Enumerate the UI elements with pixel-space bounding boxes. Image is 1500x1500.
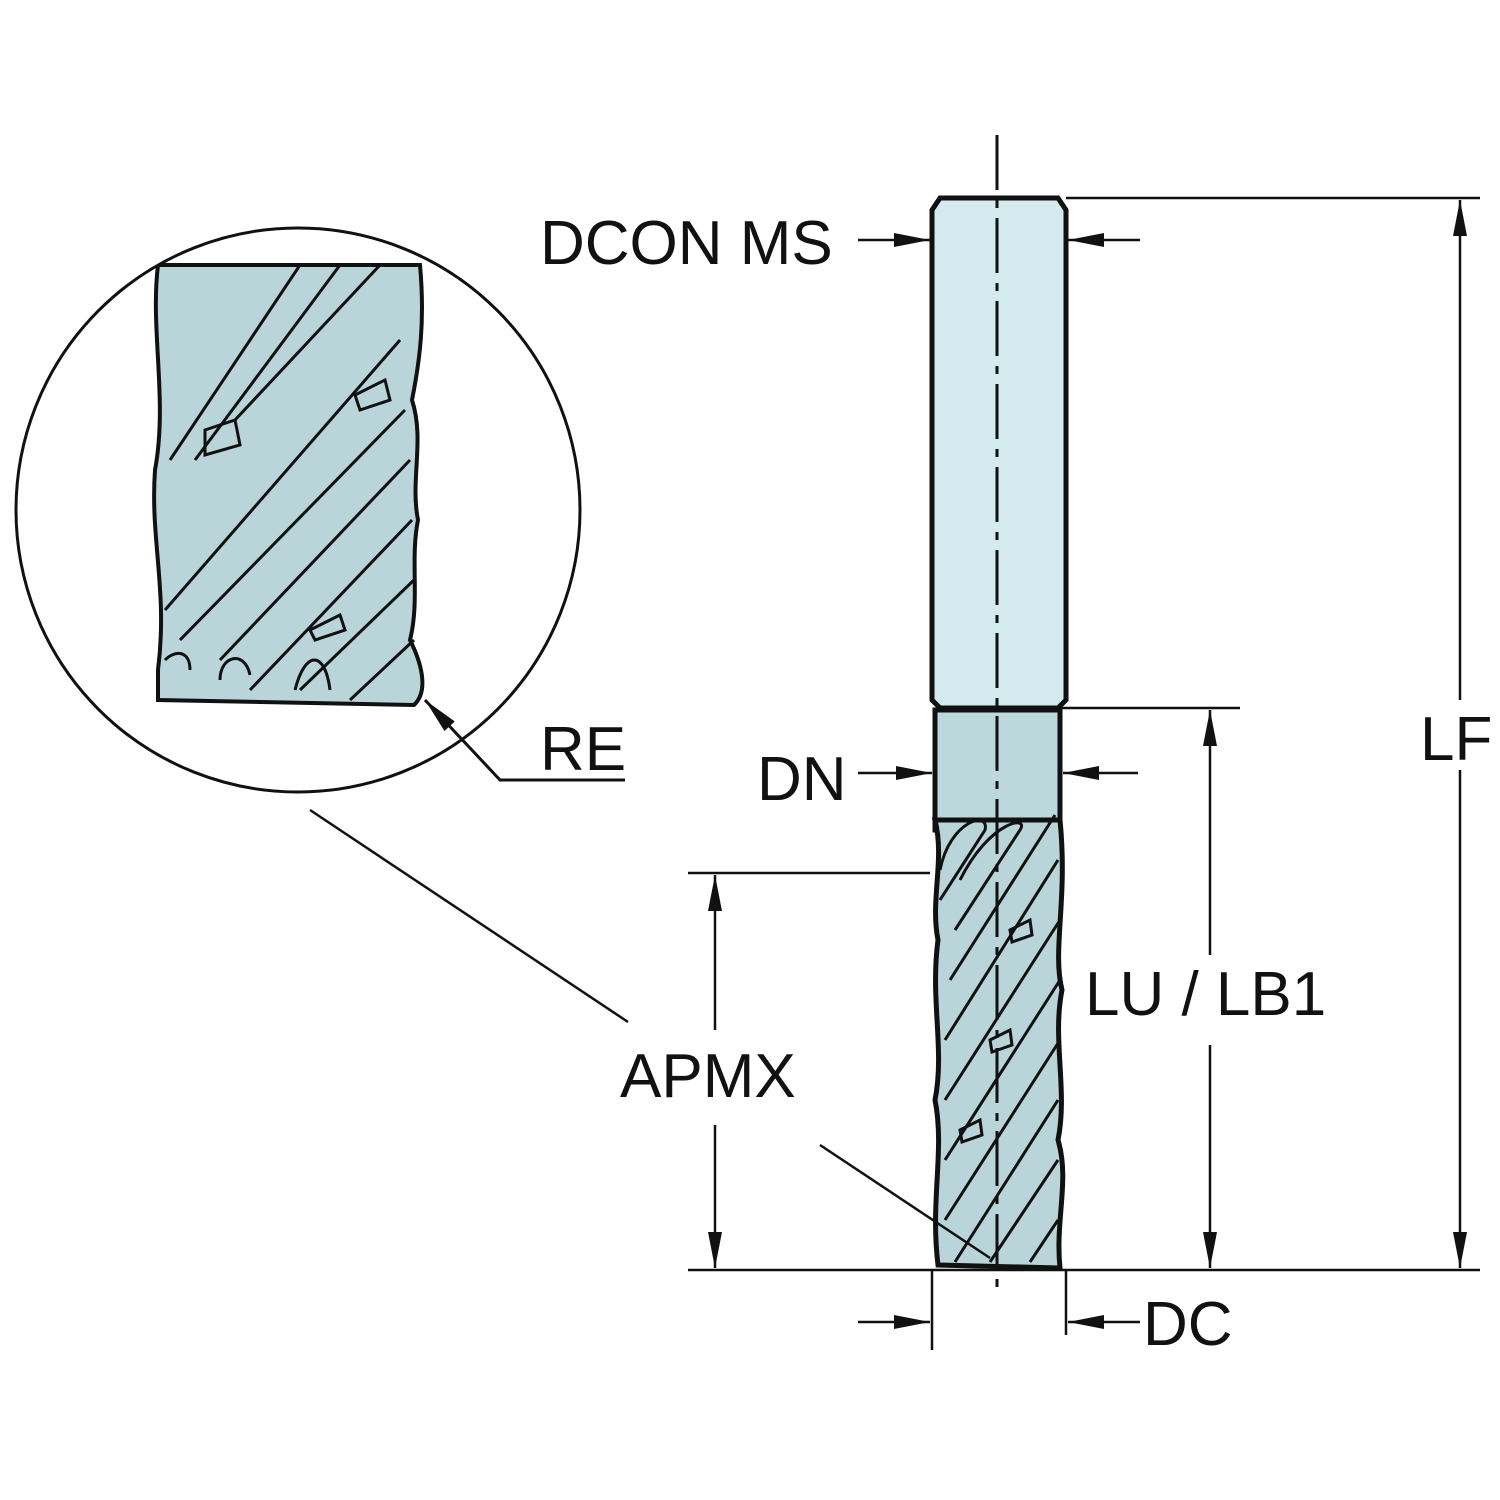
re-label: RE bbox=[540, 715, 626, 784]
lu-lb1-label: LU / LB1 bbox=[1085, 960, 1326, 1029]
shank bbox=[929, 195, 1069, 711]
fluted-section bbox=[931, 817, 1066, 1271]
apmx-dimension: APMX bbox=[309, 808, 991, 1268]
lf-dimension: LF bbox=[1420, 200, 1492, 1268]
apmx-label: APMX bbox=[620, 1042, 796, 1111]
end-mill-main-view bbox=[929, 135, 1069, 1295]
dc-label: DC bbox=[1143, 1290, 1233, 1359]
dcon-ms-dimension: DCON MS bbox=[540, 209, 1140, 278]
lf-label: LF bbox=[1420, 705, 1492, 774]
lu-lb1-dimension: LU / LB1 bbox=[1085, 710, 1326, 1268]
dcon-ms-label: DCON MS bbox=[540, 209, 833, 278]
dn-dimension: DN bbox=[757, 745, 1138, 814]
extension-lines bbox=[688, 196, 1480, 1350]
detail-tool-body bbox=[152, 263, 425, 708]
dn-label: DN bbox=[757, 745, 847, 814]
re-dimension: RE bbox=[423, 698, 626, 784]
detail-view-circle bbox=[14, 226, 582, 794]
dc-dimension: DC bbox=[858, 1290, 1233, 1359]
